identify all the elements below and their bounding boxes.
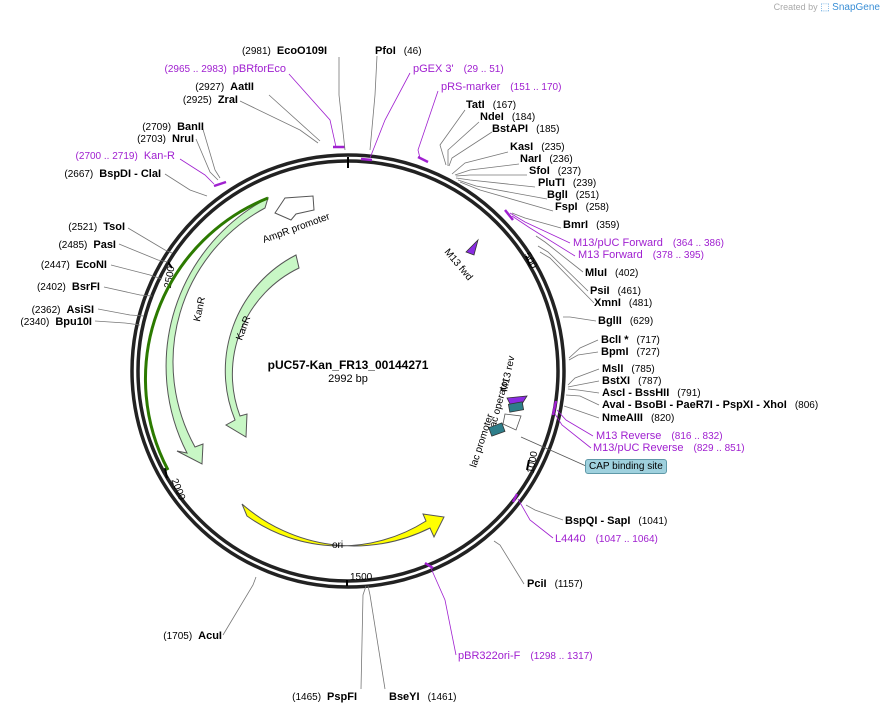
site-label-nari[interactable]: NarI(236)	[520, 153, 573, 165]
site-label-bpu10i[interactable]: (2340)Bpu10I	[20, 316, 92, 328]
site-leaders	[94, 55, 600, 690]
tick-label-1000: 1000	[526, 450, 541, 474]
brand-name: SnapGene	[832, 2, 880, 13]
site-label-msli[interactable]: MslI(785)	[602, 363, 655, 375]
primer-label-l4440[interactable]: L4440(1047 .. 1064)	[555, 533, 658, 545]
site-label-bspqi-sapi[interactable]: BspQI - SapI(1041)	[565, 515, 667, 527]
primer-label-m13-puc-forward[interactable]: M13/pUC Forward(364 .. 386)	[573, 237, 724, 249]
primer-leaders	[179, 72, 594, 656]
site-label-bmri[interactable]: BmrI(359)	[563, 219, 619, 231]
site-label-banii[interactable]: (2709)BanII	[142, 121, 204, 133]
primer-label-m13-puc-reverse[interactable]: M13/pUC Reverse(829 .. 851)	[593, 442, 745, 454]
site-label-sfoi[interactable]: SfoI(237)	[529, 165, 581, 177]
cap-site-leader	[520, 436, 587, 467]
site-label-asci-bsshii[interactable]: AscI - BssHII(791)	[602, 387, 701, 399]
site-label-pasi[interactable]: (2485)PasI	[58, 239, 116, 251]
tick-label-2500: 2500	[163, 265, 178, 289]
site-label-xmni[interactable]: XmnI(481)	[594, 297, 652, 309]
cap-binding-site-label[interactable]: CAP binding site	[585, 459, 667, 474]
site-label-pcii[interactable]: PciI(1157)	[527, 578, 583, 590]
kanr-outer-label: KanR	[192, 296, 208, 323]
site-label-tati[interactable]: TatI(167)	[466, 99, 516, 111]
site-label-avai-group[interactable]: AvaI - BsoBI - PaeR7I - PspXI - XhoI(806…	[602, 399, 818, 411]
kanr-inner-feature[interactable]	[224, 254, 300, 438]
site-label-bstapi[interactable]: BstAPI(185)	[492, 123, 559, 135]
lac-promoter-label: lac promoter	[468, 412, 496, 469]
kanr-outer-feature[interactable]	[144, 196, 269, 471]
site-label-bsrfi[interactable]: (2402)BsrFI	[37, 281, 100, 293]
site-label-psii[interactable]: PsiI(461)	[590, 285, 641, 297]
site-label-aatii[interactable]: (2927)AatII	[195, 81, 254, 93]
ampr-promoter-feature[interactable]	[274, 195, 315, 221]
primer-marks	[213, 145, 558, 570]
snapgene-logo-icon: ⬚	[820, 2, 830, 13]
primer-label-pbr322ori-f[interactable]: pBR322ori-F(1298 .. 1317)	[458, 650, 593, 662]
site-label-acui[interactable]: (1705)AcuI	[163, 630, 222, 642]
plasmid-length: 2992 bp	[328, 373, 368, 385]
site-label-asisi[interactable]: (2362)AsiSI	[32, 304, 94, 316]
site-label-ecoo109i[interactable]: (2981)EcoO109I	[242, 45, 327, 57]
ori-label: ori	[332, 540, 343, 551]
lac-promoter-feature[interactable]	[488, 413, 522, 437]
site-label-ecoNI[interactable]: (2447)EcoNI	[41, 259, 107, 271]
primer-label-pgex3[interactable]: pGEX 3'(29 .. 51)	[413, 63, 504, 75]
site-label-fspi[interactable]: FspI(258)	[555, 201, 609, 213]
site-label-bpmi[interactable]: BpmI(727)	[601, 346, 660, 358]
site-label-pfoi[interactable]: PfoI(46)	[375, 45, 422, 57]
primer-label-m13-reverse[interactable]: M13 Reverse(816 .. 832)	[596, 430, 723, 442]
site-label-pspfi[interactable]: (1465)PspFI	[292, 691, 357, 703]
site-label-bspdi-clai[interactable]: (2667)BspDI - ClaI	[64, 168, 161, 180]
ampr-promoter-label: AmpR promoter	[261, 211, 332, 246]
site-label-nmeaiii[interactable]: NmeAIII(820)	[602, 412, 674, 424]
site-label-bcli[interactable]: BclI *(717)	[601, 334, 660, 346]
site-label-kasi[interactable]: KasI(235)	[510, 141, 565, 153]
site-label-ndei[interactable]: NdeI(184)	[480, 111, 535, 123]
brand-prefix: Created by	[773, 2, 818, 12]
site-label-brui[interactable]: (2703)NruI	[137, 133, 194, 145]
site-label-zrai[interactable]: (2925)ZraI	[183, 94, 238, 106]
primer-label-pbrforeco[interactable]: (2965 .. 2983)pBRforEco	[165, 63, 286, 75]
primer-label-kan-r[interactable]: (2700 .. 2719)Kan-R	[76, 150, 176, 162]
scale-ticks	[164, 157, 531, 586]
site-label-tsoi[interactable]: (2521)TsoI	[68, 221, 125, 233]
site-label-bseyi[interactable]: BseYI(1461)	[389, 691, 456, 703]
site-label-bglii[interactable]: BglII(629)	[598, 315, 653, 327]
lac-operator-feature[interactable]	[507, 401, 525, 413]
primer-label-m13-forward[interactable]: M13 Forward(378 .. 395)	[578, 249, 704, 261]
tick-label-1500: 1500	[350, 572, 373, 583]
snapgene-brand: Created by ⬚ SnapGene	[774, 2, 880, 13]
ori-feature[interactable]	[241, 503, 445, 547]
m13-fwd-feature[interactable]	[465, 238, 479, 256]
tick-label-2000: 2000	[169, 477, 188, 502]
primer-label-prs-marker[interactable]: pRS-marker(151 .. 170)	[441, 81, 561, 93]
site-label-pluti[interactable]: PluTI(239)	[538, 177, 596, 189]
site-label-mlui[interactable]: MluI(402)	[585, 267, 638, 279]
plasmid-name: pUC57-Kan_FR13_00144271	[267, 358, 429, 372]
site-label-bstxi[interactable]: BstXI(787)	[602, 375, 661, 387]
site-label-bgli[interactable]: BglI(251)	[547, 189, 599, 201]
